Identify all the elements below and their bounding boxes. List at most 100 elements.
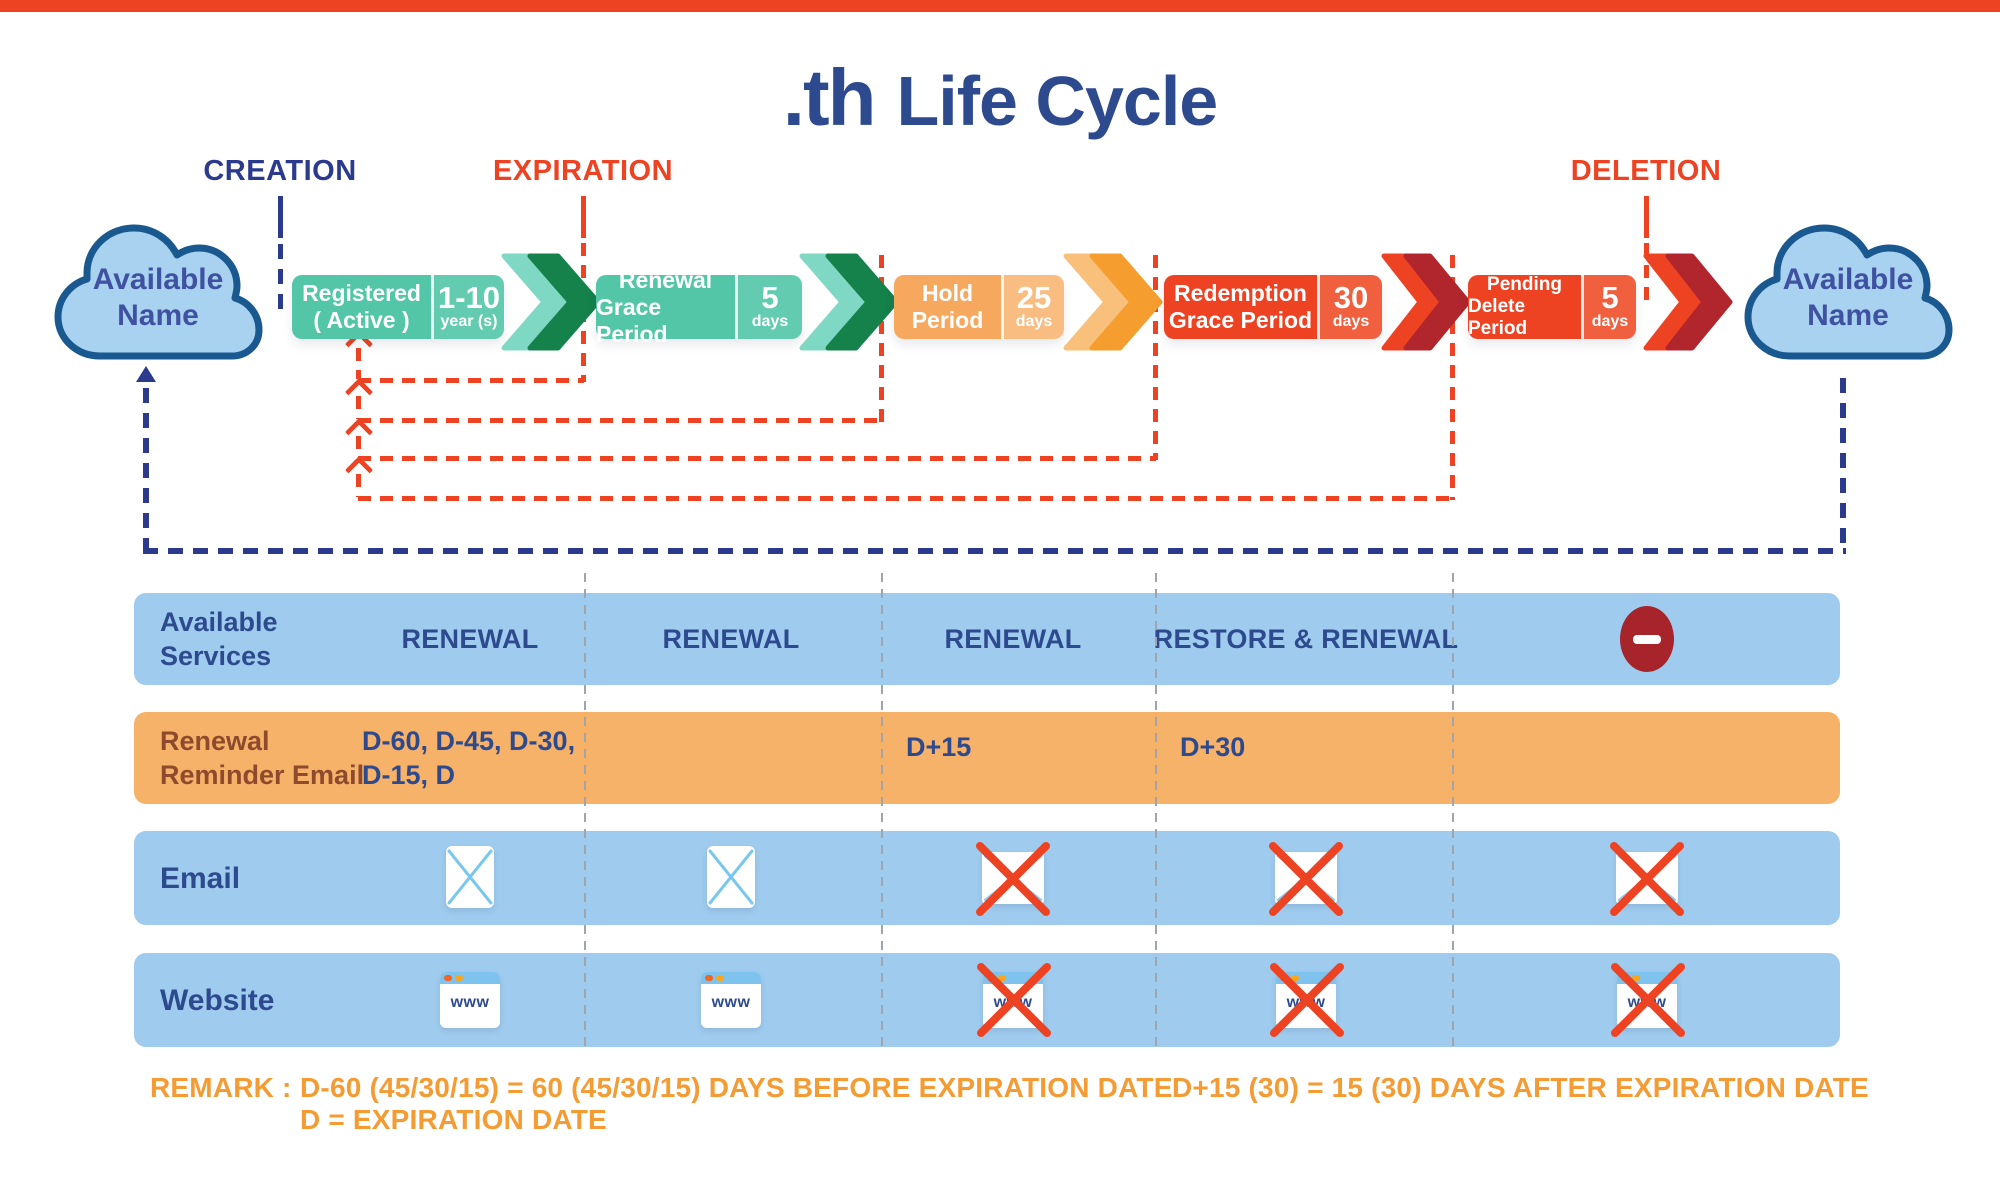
cloud-right-text: Available Name	[1728, 262, 1968, 334]
stage-renewal-grace-duration: 5 days	[735, 275, 802, 339]
www-label: www	[450, 994, 490, 1011]
stage-hold-period-title: Hold Period	[894, 275, 1001, 339]
reminder-cell-3: D+15	[906, 732, 972, 762]
stage-registered-subname: ( Active )	[313, 307, 410, 333]
stage-hold-period: Hold Period 25 days	[894, 275, 1064, 339]
renew-loop1-vertical	[356, 348, 361, 379]
stage-pending-delete-title: Pending Delete Period	[1468, 274, 1581, 339]
stage-pending-delete-duration-unit: days	[1591, 313, 1629, 330]
renew-loop2-horizontal	[358, 418, 882, 423]
stage-renewal-grace: Renewal Grace Period 5 days	[596, 267, 802, 347]
renew-loop2-vertical	[356, 396, 361, 419]
row2-label-line1: Renewal	[160, 726, 270, 756]
stage-registered-duration: 1-10 year (s)	[431, 275, 504, 339]
pending-delete-drop-line	[1450, 255, 1455, 500]
stage-hold-duration-unit: days	[1015, 313, 1053, 330]
renew-loop3-horizontal	[358, 456, 1156, 461]
stage-redemption-duration-unit: days	[1332, 313, 1370, 330]
reminder-cell-1-line1: D-60, D-45, D-30,	[362, 726, 576, 756]
row-website-label: Website	[160, 984, 275, 1017]
cloud-left-text: Available Name	[38, 262, 278, 334]
creation-line-solid	[278, 196, 283, 238]
browser-dot-icon	[1291, 975, 1299, 981]
cloud-right-line1: Available	[1782, 263, 1914, 296]
deletion-label: DELETION	[1570, 155, 1722, 187]
reminder-cell-4: D+30	[1180, 732, 1246, 762]
remark-line2: D = EXPIRATION DATE	[300, 1104, 607, 1135]
stage-registered-title: Registered ( Active )	[292, 275, 431, 339]
stage-hold-duration: 25 days	[1001, 275, 1064, 339]
row1-label-line1: Available	[160, 607, 278, 637]
cloud-left	[54, 224, 263, 360]
browser-dot-icon	[705, 975, 713, 981]
stage-registered-duration-unit: year (s)	[440, 313, 498, 330]
remark-right: D+15 (30) = 15 (30) DAYS AFTER EXPIRATIO…	[1172, 1072, 1869, 1103]
creation-label: CREATION	[203, 155, 357, 187]
chevron-arrow-icon	[1381, 253, 1471, 351]
email-icon	[707, 846, 755, 908]
stage-hold-duration-value: 25	[1016, 280, 1052, 315]
deletion-line-solid	[1644, 196, 1649, 238]
browser-dot-icon	[444, 975, 452, 981]
red-cross-icon	[977, 963, 1051, 1037]
renew-loop4-vertical	[356, 474, 361, 497]
stage-renewal-grace-subname: Grace Period	[596, 293, 668, 347]
remark-label: REMARK :	[150, 1072, 292, 1103]
column-separator	[1155, 573, 1157, 1051]
cloud-left-line1: Available	[92, 263, 224, 296]
stage-registered-name: Registered	[302, 280, 421, 306]
no-entry-icon	[1620, 606, 1674, 672]
stage-registered-duration-value: 1-10	[437, 280, 501, 315]
top-border-bar	[0, 0, 2000, 12]
row-renewal-reminder	[134, 712, 1840, 804]
reminder-cell-1-line2: D-15, D	[362, 760, 456, 790]
service-cell-4: RESTORE & RENEWAL	[1153, 624, 1459, 654]
row2-label-line2: Reminder Email	[160, 760, 365, 790]
stage-redemption-duration-value: 30	[1333, 280, 1369, 315]
stage-hold-name: Hold	[921, 280, 974, 306]
red-cross-icon	[1269, 842, 1343, 916]
red-cross-icon	[1270, 963, 1344, 1037]
red-cross-icon	[1610, 842, 1684, 916]
stage-pending-delete-name: Pending	[1487, 274, 1562, 295]
cloud-right	[1744, 224, 1953, 360]
redemption-drop-line	[1153, 255, 1158, 460]
stage-redemption-duration: 30 days	[1317, 275, 1382, 339]
brand-logo-th: .th	[782, 53, 877, 142]
chevron-arrow-icon	[799, 253, 899, 351]
stage-renewal-grace-duration-value: 5	[761, 280, 779, 315]
www-label: www	[711, 994, 751, 1011]
stage-pending-delete-duration: 5 days	[1581, 275, 1636, 339]
row-renewal-reminder-label: Renewal Reminder Email	[160, 724, 364, 792]
renew-loop4-horizontal	[358, 496, 1453, 501]
website-icon: www	[440, 972, 500, 1028]
service-cell-3: RENEWAL	[944, 624, 1082, 654]
browser-dot-icon	[455, 975, 463, 981]
stage-pending-delete-duration-value: 5	[1601, 280, 1619, 315]
row-available-services-label: Available Services	[160, 605, 278, 673]
renew-loop1-horizontal	[358, 378, 584, 383]
row1-label-line2: Services	[160, 641, 272, 671]
no-entry-bar	[1633, 634, 1661, 644]
row-available-services	[134, 593, 1840, 685]
stage-redemption-grace: Redemption Grace Period 30 days	[1164, 275, 1382, 339]
service-cell-1: RENEWAL	[401, 624, 539, 654]
stage-renewal-grace-name: Renewal	[618, 266, 713, 293]
website-icon: www	[701, 972, 761, 1028]
stage-redemption-subname: Grace Period	[1168, 307, 1313, 333]
page-title-text: Life Cycle	[896, 62, 1219, 140]
browser-dot-icon	[716, 975, 724, 981]
stage-pending-delete: Pending Delete Period 5 days	[1468, 274, 1636, 339]
browser-dot-icon	[998, 975, 1006, 981]
stage-redemption-name: Redemption	[1174, 280, 1307, 306]
column-separator	[881, 573, 883, 1051]
stage-pending-delete-subname: Delete Period	[1468, 296, 1528, 339]
cloud-left-line2: Name	[117, 299, 199, 332]
navy-return-horizontal	[143, 548, 1846, 554]
stage-hold-subname: Period	[911, 307, 984, 333]
deletion-line-dashed	[1644, 243, 1649, 303]
browser-dot-icon	[1632, 975, 1640, 981]
hold-drop-line	[879, 255, 884, 422]
page-title: .th Life Cycle	[0, 52, 2000, 144]
